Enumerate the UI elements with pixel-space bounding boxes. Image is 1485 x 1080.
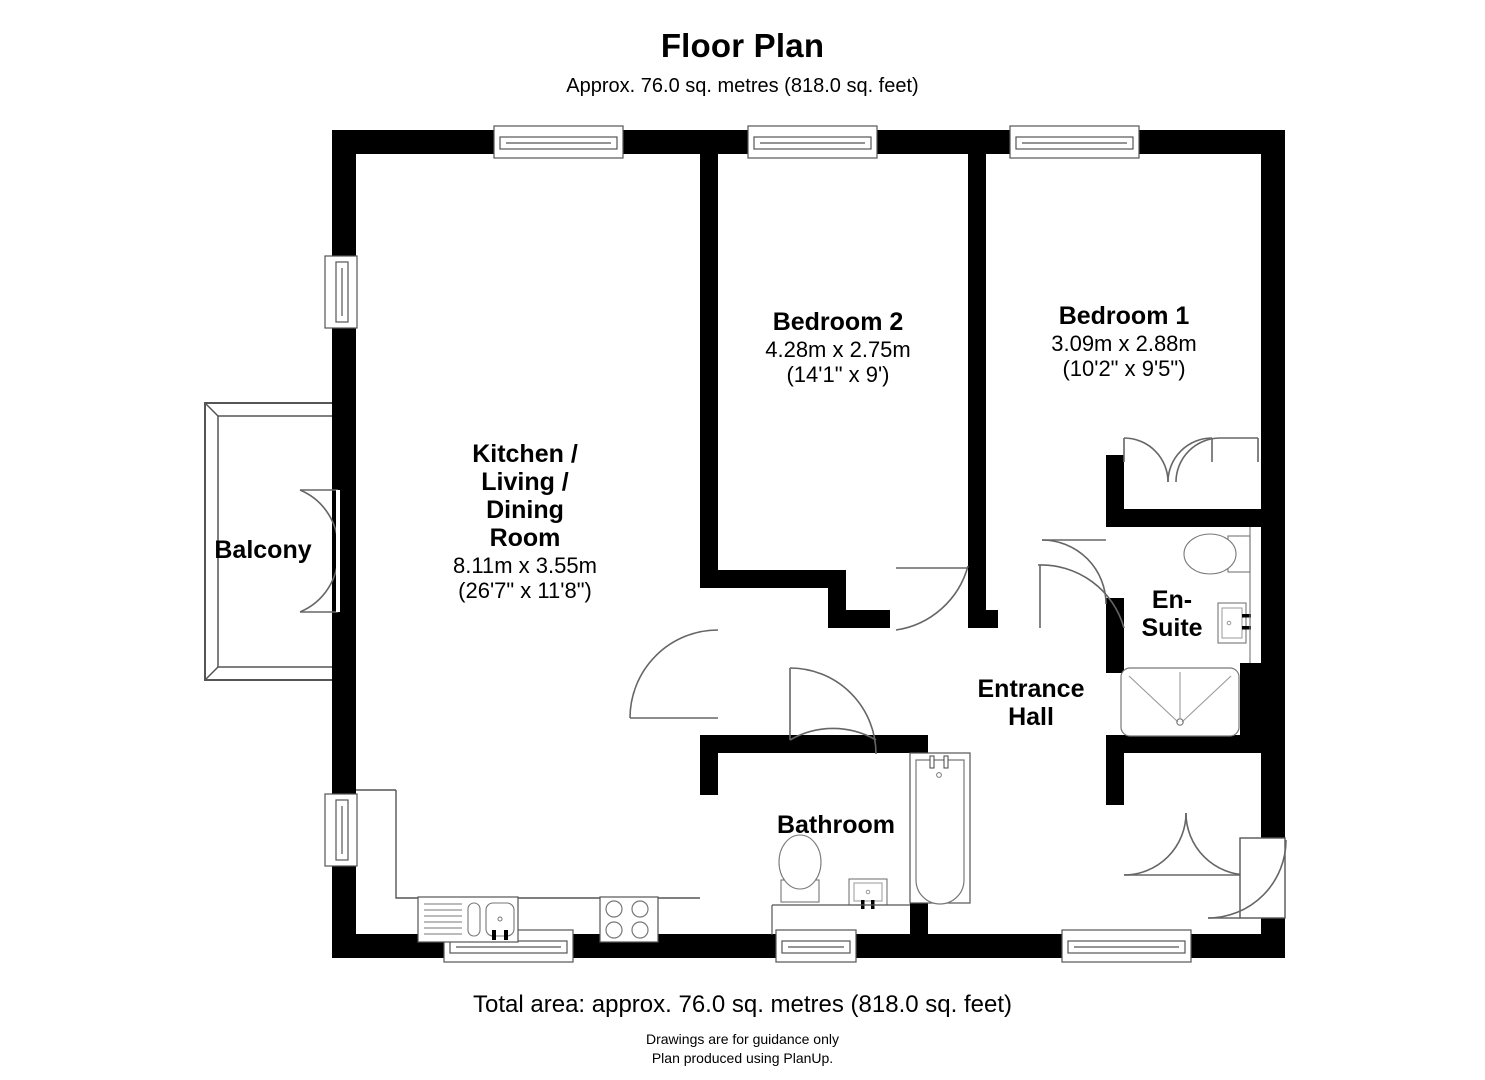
balcony-structure: [204, 402, 339, 681]
ensuite-toilet: [1183, 533, 1251, 575]
room-label-bedroom-1: Bedroom 1 3.09m x 2.88m (10'2" x 9'5"): [1051, 302, 1197, 381]
bathroom-label: Bathroom: [777, 811, 895, 839]
kitchen-label-line-4: Room: [490, 524, 561, 552]
door-bedroom-2: [895, 565, 969, 631]
window-bottom-3: [1061, 929, 1192, 963]
door-bathroom: [789, 667, 877, 755]
title-block: Floor Plan Approx. 76.0 sq. metres (818.…: [0, 26, 1485, 98]
room-label-bathroom: Bathroom: [777, 811, 895, 839]
room-label-kitchen-living-dining: Kitchen / Living / Dining Room 8.11m x 3…: [453, 440, 597, 603]
door-entrance-front: [1207, 837, 1287, 919]
bedroom-1-label: Bedroom 1: [1059, 302, 1190, 330]
disclaimer-line-2: Plan produced using PlanUp.: [651, 1049, 834, 1066]
disclaimer-line-1: Drawings are for guidance only: [646, 1031, 839, 1047]
ensuite-shower: [1120, 667, 1240, 737]
bathroom-fixtures: [771, 752, 971, 935]
page-subtitle: Approx. 76.0 sq. metres (818.0 sq. feet): [566, 74, 919, 97]
ensuite-label-line-1: En-: [1152, 586, 1192, 614]
footer-block: Total area: approx. 76.0 sq. metres (818…: [0, 990, 1485, 1068]
ensuite-basin: [1217, 602, 1251, 644]
door-storage-double: [1123, 812, 1249, 876]
room-label-entrance-hall: Entrance Hall: [978, 675, 1085, 731]
kitchen-fixtures: [356, 789, 700, 943]
kitchen-sink: [417, 896, 519, 943]
room-label-bedroom-2: Bedroom 2 4.28m x 2.75m (14'1" x 9'): [765, 308, 911, 387]
kitchen-dimensions-imperial: (26'7" x 11'8"): [458, 578, 592, 603]
kitchen-hob: [599, 896, 659, 943]
bedroom-2-label: Bedroom 2: [773, 308, 904, 336]
bedroom-1-dimensions-metric: 3.09m x 2.88m: [1051, 331, 1197, 356]
total-area-text: Total area: approx. 76.0 sq. metres (818…: [473, 991, 1012, 1018]
room-label-en-suite: En- Suite: [1141, 586, 1202, 642]
bathroom-basin: [848, 878, 888, 909]
bedroom-2-dimensions-metric: 4.28m x 2.75m: [765, 337, 911, 362]
window-bottom-2: [775, 929, 857, 963]
kitchen-dimensions-metric: 8.11m x 3.55m: [453, 553, 597, 578]
bath-tub: [909, 752, 971, 905]
bedroom-1-dimensions-imperial: (10'2" x 9'5"): [1062, 356, 1185, 381]
windows-group: [324, 125, 1192, 963]
bedroom-2-dimensions-imperial: (14'1" x 9'): [786, 362, 889, 387]
door-ensuite: [1041, 539, 1107, 605]
window-left-upper: [324, 255, 358, 329]
ensuite-label-line-2: Suite: [1141, 614, 1202, 642]
door-balcony-french: [299, 489, 340, 613]
door-bedroom-1: [1037, 564, 1125, 629]
page-title: Floor Plan: [660, 27, 825, 64]
door-kitchen-hall: [629, 629, 719, 719]
entrance-hall-label-line-1: Entrance: [978, 675, 1085, 703]
room-label-balcony: Balcony: [214, 536, 311, 564]
window-top-2: [747, 125, 878, 159]
bathroom-toilet: [778, 834, 822, 903]
door-wardrobe: [1123, 437, 1259, 483]
window-top-1: [493, 125, 624, 159]
kitchen-label-line-2: Living /: [481, 468, 569, 496]
kitchen-label-line-3: Dining: [486, 496, 564, 524]
window-left-lower: [324, 793, 358, 867]
entrance-hall-label-line-2: Hall: [1008, 703, 1054, 731]
ensuite-fixtures: [1120, 527, 1251, 737]
kitchen-label-line-1: Kitchen /: [472, 440, 578, 468]
doors-group: [299, 437, 1287, 919]
balcony-label: Balcony: [214, 536, 311, 564]
window-top-3: [1009, 125, 1140, 159]
